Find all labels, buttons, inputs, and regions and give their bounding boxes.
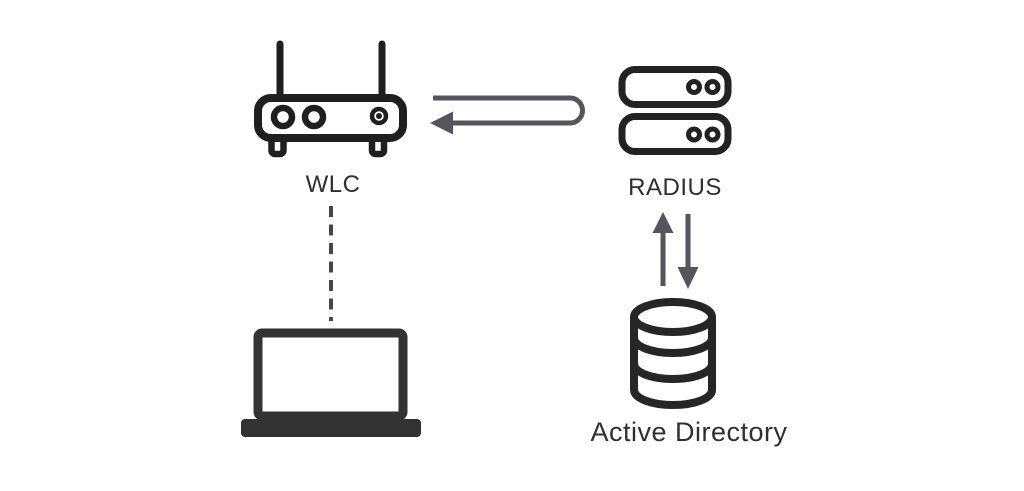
database-icon bbox=[630, 298, 716, 409]
wlc-label: WLC bbox=[305, 171, 361, 198]
wireless-lan-controller-icon bbox=[254, 40, 407, 158]
laptop-icon bbox=[241, 328, 421, 437]
server-stack-icon bbox=[618, 66, 732, 155]
up-arrowhead bbox=[652, 212, 674, 233]
server-unit-bottom bbox=[618, 113, 732, 155]
server-led bbox=[704, 79, 721, 95]
uturn-arrowhead-left bbox=[430, 111, 453, 135]
router-port-2 bbox=[301, 104, 327, 130]
radius-to-wlc-arrow bbox=[430, 95, 585, 135]
router-port-1 bbox=[270, 104, 296, 130]
db-bottom-arc bbox=[630, 389, 716, 409]
radius-label: RADIUS bbox=[628, 174, 722, 201]
db-ring-2 bbox=[630, 363, 716, 383]
router-body bbox=[254, 94, 407, 142]
router-port-3-dot bbox=[376, 113, 382, 119]
laptop-base bbox=[241, 419, 421, 437]
server-unit-top bbox=[618, 66, 732, 108]
down-arrowhead bbox=[677, 267, 699, 289]
radius-ad-arrows bbox=[652, 212, 699, 289]
server-led bbox=[686, 126, 702, 143]
server-led bbox=[704, 126, 721, 143]
laptop-screen bbox=[253, 328, 408, 421]
db-top-ellipse bbox=[630, 298, 716, 336]
db-ring-1 bbox=[630, 337, 716, 357]
active-directory-label: Active Directory bbox=[590, 417, 788, 447]
server-led bbox=[686, 79, 702, 95]
uturn-arrow-line bbox=[433, 95, 585, 126]
